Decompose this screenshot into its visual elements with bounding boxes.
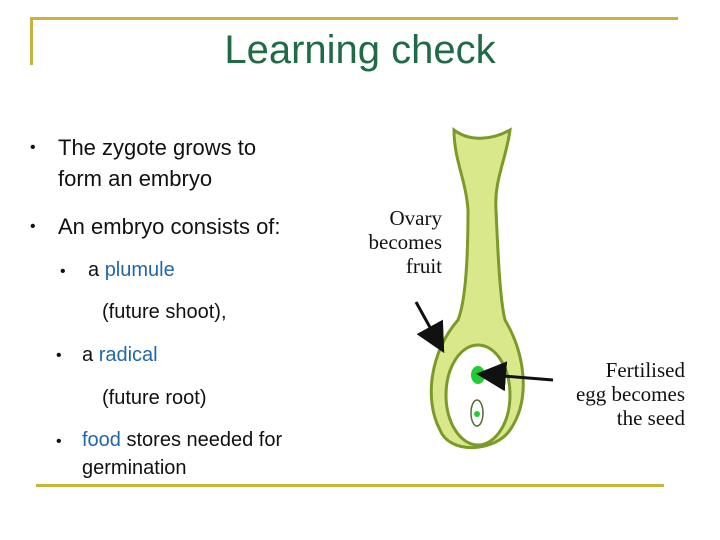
sub-bullet-dot: • [56, 347, 62, 364]
bullet-dot: • [30, 218, 36, 235]
bullet-dot: • [30, 139, 36, 156]
bullet-zygote-line1: The zygote grows to [58, 135, 257, 160]
plumule-note: (future shoot), [102, 301, 227, 323]
egg-label-line2: egg becomes [575, 382, 685, 406]
frame-bottom-line [36, 484, 664, 487]
ovary-arrow [414, 301, 445, 354]
sub-bullet-dot: • [56, 433, 62, 450]
fertilised-egg [471, 366, 485, 384]
sub-bullet-dot: • [60, 263, 66, 280]
frame-top-line [32, 17, 678, 20]
frame-left-line [30, 17, 33, 65]
ovary-label-line1: Ovary [389, 206, 442, 230]
egg-label: Fertilised egg becomes the seed [548, 358, 685, 430]
sub-bullet-radical: a radical [82, 340, 158, 371]
ovary-label-line2: becomes [368, 230, 442, 254]
egg-arrow [476, 361, 554, 392]
ovary-label-line3: fruit [405, 254, 442, 278]
plumule-term: plumule [104, 259, 175, 281]
food-term: food [82, 429, 121, 451]
bullet-zygote: The zygote grows to form an embryo [58, 132, 256, 194]
ovule-dot [474, 411, 480, 417]
bullet-zygote-line2: form an embryo [58, 166, 213, 191]
sub-bullet-plumule: a plumule [88, 255, 175, 286]
slide-title: Learning check [224, 28, 496, 72]
egg-label-line1: Fertilised [605, 358, 685, 382]
ovule-chamber [444, 343, 512, 447]
food-line2: germination [82, 457, 187, 479]
food-rest: stores needed for [120, 429, 283, 451]
radical-note: (future root) [102, 387, 207, 409]
sub-bullet-food: food stores needed for germination [82, 426, 282, 482]
egg-label-line3: the seed [616, 406, 685, 430]
radical-term: radical [98, 344, 158, 366]
plumule-prefix: a [88, 259, 105, 281]
radical-prefix: a [82, 344, 99, 366]
ovary-label: Ovary becomes fruit [340, 206, 442, 278]
bullet-embryo: An embryo consists of: [58, 214, 281, 239]
